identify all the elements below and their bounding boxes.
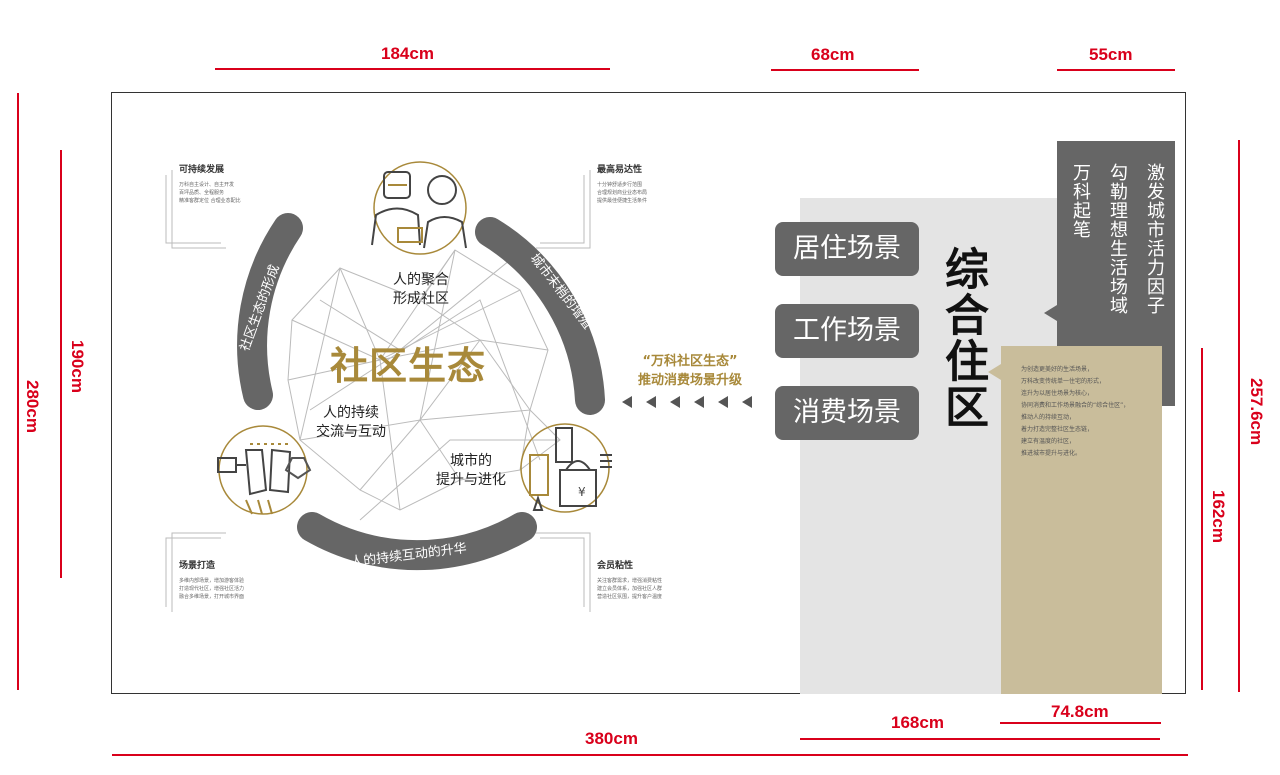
- dim-bottom-total: 380cm: [585, 729, 638, 748]
- dim-bottom-right: 74.8cm: [1051, 702, 1109, 721]
- note-brackets: [165, 170, 591, 612]
- note-line: 百坪品质、全程服务: [179, 190, 225, 196]
- dim-line-top-left: [215, 68, 610, 70]
- tan-line: 着力打造完整社区生态链，: [1021, 426, 1094, 433]
- label-right-line2: 提升与进化: [436, 472, 506, 488]
- scene-living: 居住场景: [775, 222, 919, 276]
- dim-line-top-mid: [771, 69, 919, 71]
- note-line: 提供最佳便捷生活条件: [597, 198, 648, 204]
- promo-arrows: [622, 394, 756, 414]
- note-title: 可持续发展: [179, 165, 225, 175]
- svg-text:¥: ¥: [578, 485, 586, 499]
- scene-consumption: 消费场景: [775, 386, 919, 440]
- city-shopping-icon: ¥: [520, 423, 612, 513]
- label-left: 人的持续 交流与互动: [296, 404, 406, 442]
- dim-bottom-mid: 168cm: [891, 713, 944, 732]
- note-line: 合理规划商业业态布局: [597, 190, 648, 196]
- note-title: 最高易达性: [597, 165, 643, 175]
- note-bottom-right: 会员粘性 关注客群需求，增强消费粘性 建立会员体系，加强社区人群 营造社区氛围，…: [597, 558, 662, 601]
- promo-block: “万科社区生态” 推动消费场景升级: [600, 352, 780, 390]
- dim-line-left-inner: [60, 150, 62, 578]
- dim-line-right-outer: [1238, 140, 1240, 692]
- dim-line-left-outer: [17, 93, 19, 690]
- dim-left-inner: 190cm: [68, 340, 87, 393]
- slogan-col3: 激发城市活力因子: [1144, 163, 1165, 315]
- dim-top-right: 55cm: [1089, 45, 1133, 64]
- dim-line-bottom-total: [112, 754, 1188, 756]
- note-top-right: 最高易达性 十分钟舒适步行范围 合理规划商业业态布局 提供最佳便捷生活条件: [597, 162, 647, 205]
- center-title: 社区生态: [330, 344, 487, 388]
- tan-pointer: [988, 364, 1001, 380]
- mesh-lines: [287, 249, 561, 521]
- label-left-line1: 人的持续: [323, 405, 379, 421]
- tan-line: 建立有温度的社区，: [1021, 438, 1076, 445]
- people-icon: [371, 161, 467, 255]
- tan-panel: 为创造更美好的生活场景， 万科改变传统单一住宅的形式， 连升为以居住场景为核心，…: [1001, 346, 1162, 694]
- promo-line1: “万科社区生态”: [642, 354, 738, 369]
- tan-line: 推进城市提升与进化。: [1021, 450, 1082, 457]
- note-title: 场景打造: [179, 561, 216, 571]
- tan-line: 协同消费和工作场景融合的“综合住区”，: [1021, 402, 1130, 409]
- tan-line: 连升为以居住场景为核心，: [1021, 390, 1094, 397]
- note-line: 关注客群需求，增强消费粘性: [597, 578, 663, 584]
- promo-line2: 推动消费场景升级: [637, 373, 742, 388]
- dim-line-bottom-right: [1000, 722, 1161, 724]
- main-title: 综合住区: [937, 246, 988, 430]
- note-title: 会员粘性: [597, 561, 634, 571]
- label-right-line1: 城市的: [450, 453, 492, 469]
- dim-line-top-right: [1057, 69, 1175, 71]
- faces-icon: [217, 425, 312, 515]
- arc-right: [475, 217, 605, 415]
- tan-text-block: 为创造更美好的生活场景， 万科改变传统单一住宅的形式， 连升为以居住场景为核心，…: [1021, 364, 1129, 460]
- note-line: 十分钟舒适步行范围: [597, 182, 643, 188]
- note-line: 融合多维场景，打开城市界面: [179, 594, 245, 600]
- dim-top-left: 184cm: [381, 44, 434, 63]
- slogan-col1: 万科起笔: [1070, 163, 1091, 239]
- note-top-left: 可持续发展 万科自主设计、自主开发 百坪品质、全程服务 精准客群定位 合理业态配…: [179, 162, 241, 205]
- dim-line-bottom-mid: [800, 738, 1160, 740]
- arc-left: [237, 213, 303, 410]
- tan-line: 万科改变传统单一住宅的形式，: [1021, 378, 1106, 385]
- note-line: 营造社区氛围，提升客户温度: [597, 594, 663, 600]
- label-top-line2: 形成社区: [393, 291, 449, 307]
- slogan-pointer: [1044, 305, 1057, 321]
- note-line: 精准客群定位 合理业态配比: [179, 198, 241, 204]
- note-line: 建立会员体系，加强社区人群: [597, 586, 663, 592]
- note-line: 万科自主设计、自主开发: [179, 182, 235, 188]
- dim-line-right-inner: [1201, 348, 1203, 690]
- label-right: 城市的 提升与进化: [416, 452, 526, 490]
- note-line: 多维内部场景，增加游客体验: [179, 578, 245, 584]
- slogan-col2: 勾勒理想生活场域: [1107, 163, 1128, 315]
- dim-right-outer: 257.6cm: [1247, 378, 1266, 446]
- note-bottom-left: 场景打造 多维内部场景，增加游客体验 打造现代社区，增强社区活力 融合多维场景，…: [179, 558, 244, 601]
- label-left-line2: 交流与互动: [316, 424, 386, 440]
- dim-top-mid: 68cm: [811, 45, 855, 64]
- note-line: 打造现代社区，增强社区活力: [179, 586, 245, 592]
- arc-bottom: [297, 512, 537, 571]
- dim-right-inner: 162cm: [1209, 490, 1228, 543]
- tan-line: 推动人的持续互动，: [1021, 414, 1076, 421]
- label-top: 人的聚合 形成社区: [366, 271, 476, 309]
- dim-left-outer: 280cm: [23, 380, 42, 433]
- label-top-line1: 人的聚合: [393, 272, 449, 288]
- scene-working: 工作场景: [775, 304, 919, 358]
- tan-line: 为创造更美好的生活场景，: [1021, 366, 1094, 373]
